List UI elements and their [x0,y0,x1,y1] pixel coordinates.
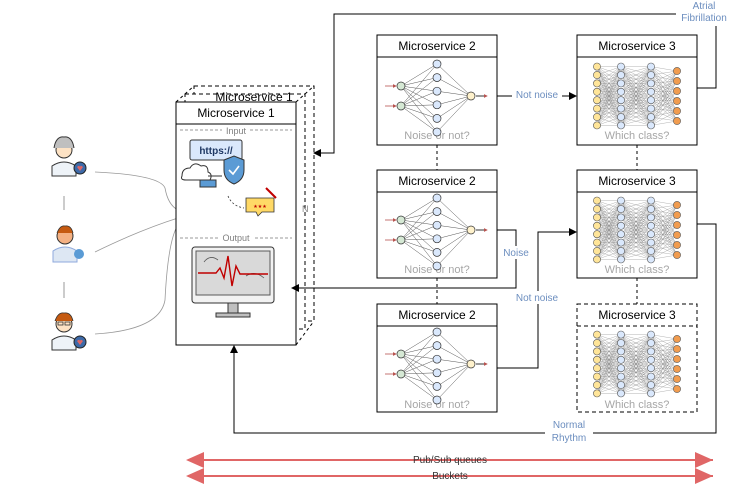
ms1-back-title: Microservice 1 [215,90,293,104]
ms1-title: Microservice 1 [197,106,275,120]
ms3-title-3: Microservice 3 [598,308,676,322]
edge-normal-2: Rhythm [552,433,586,444]
ms3-title-2: Microservice 3 [598,174,676,188]
ms2-network [385,327,488,405]
ms3-caption-3: Which class? [605,399,670,411]
buckets-label: Buckets [432,471,468,482]
neural-network-drawings [385,59,681,405]
doctor-icon [51,136,87,177]
ms2-caption-3: Noise or not? [404,399,469,411]
ms1-n-label: N [302,204,309,214]
ms3-title-1: Microservice 3 [598,39,676,53]
ms3-caption-2: Which class? [605,264,670,276]
ms3-network [593,196,681,264]
edge-atrial-1: Atrial [693,1,716,12]
edge-not-noise-2: Not noise [516,293,559,304]
microservice-1: Microservice 1 Microservice 1 Input Outp… [175,85,315,346]
ms3-network [593,62,681,130]
ms2-title-1: Microservice 2 [398,39,476,53]
chat-badge-icon: ★★★ [245,187,277,217]
ms2-network [385,59,488,137]
pubsub-label: Pub/Sub queues [413,455,487,466]
ms2-title-2: Microservice 2 [398,174,476,188]
cardiologist-icon [51,312,87,351]
https-shield-icon: https:// [189,139,245,185]
ms2-network [385,193,488,271]
ms2-title-3: Microservice 2 [398,308,476,322]
ms3-network [593,330,681,398]
edge-noise: Noise [503,248,529,259]
cloud-icon [181,163,222,188]
https-text: https:// [199,146,233,157]
edge-normal-1: Normal [553,420,585,431]
ecg-monitor-icon [191,246,275,318]
ms1-output-label: Output [222,233,250,243]
edge-atrial-2: Fibrillation [681,13,727,24]
ms3-caption-1: Which class? [605,130,670,142]
edge-not-noise-1: Not noise [516,90,559,101]
ms1-input-label: Input [226,126,247,136]
nurse-icon [52,225,84,263]
svg-text:★★★: ★★★ [253,204,267,210]
